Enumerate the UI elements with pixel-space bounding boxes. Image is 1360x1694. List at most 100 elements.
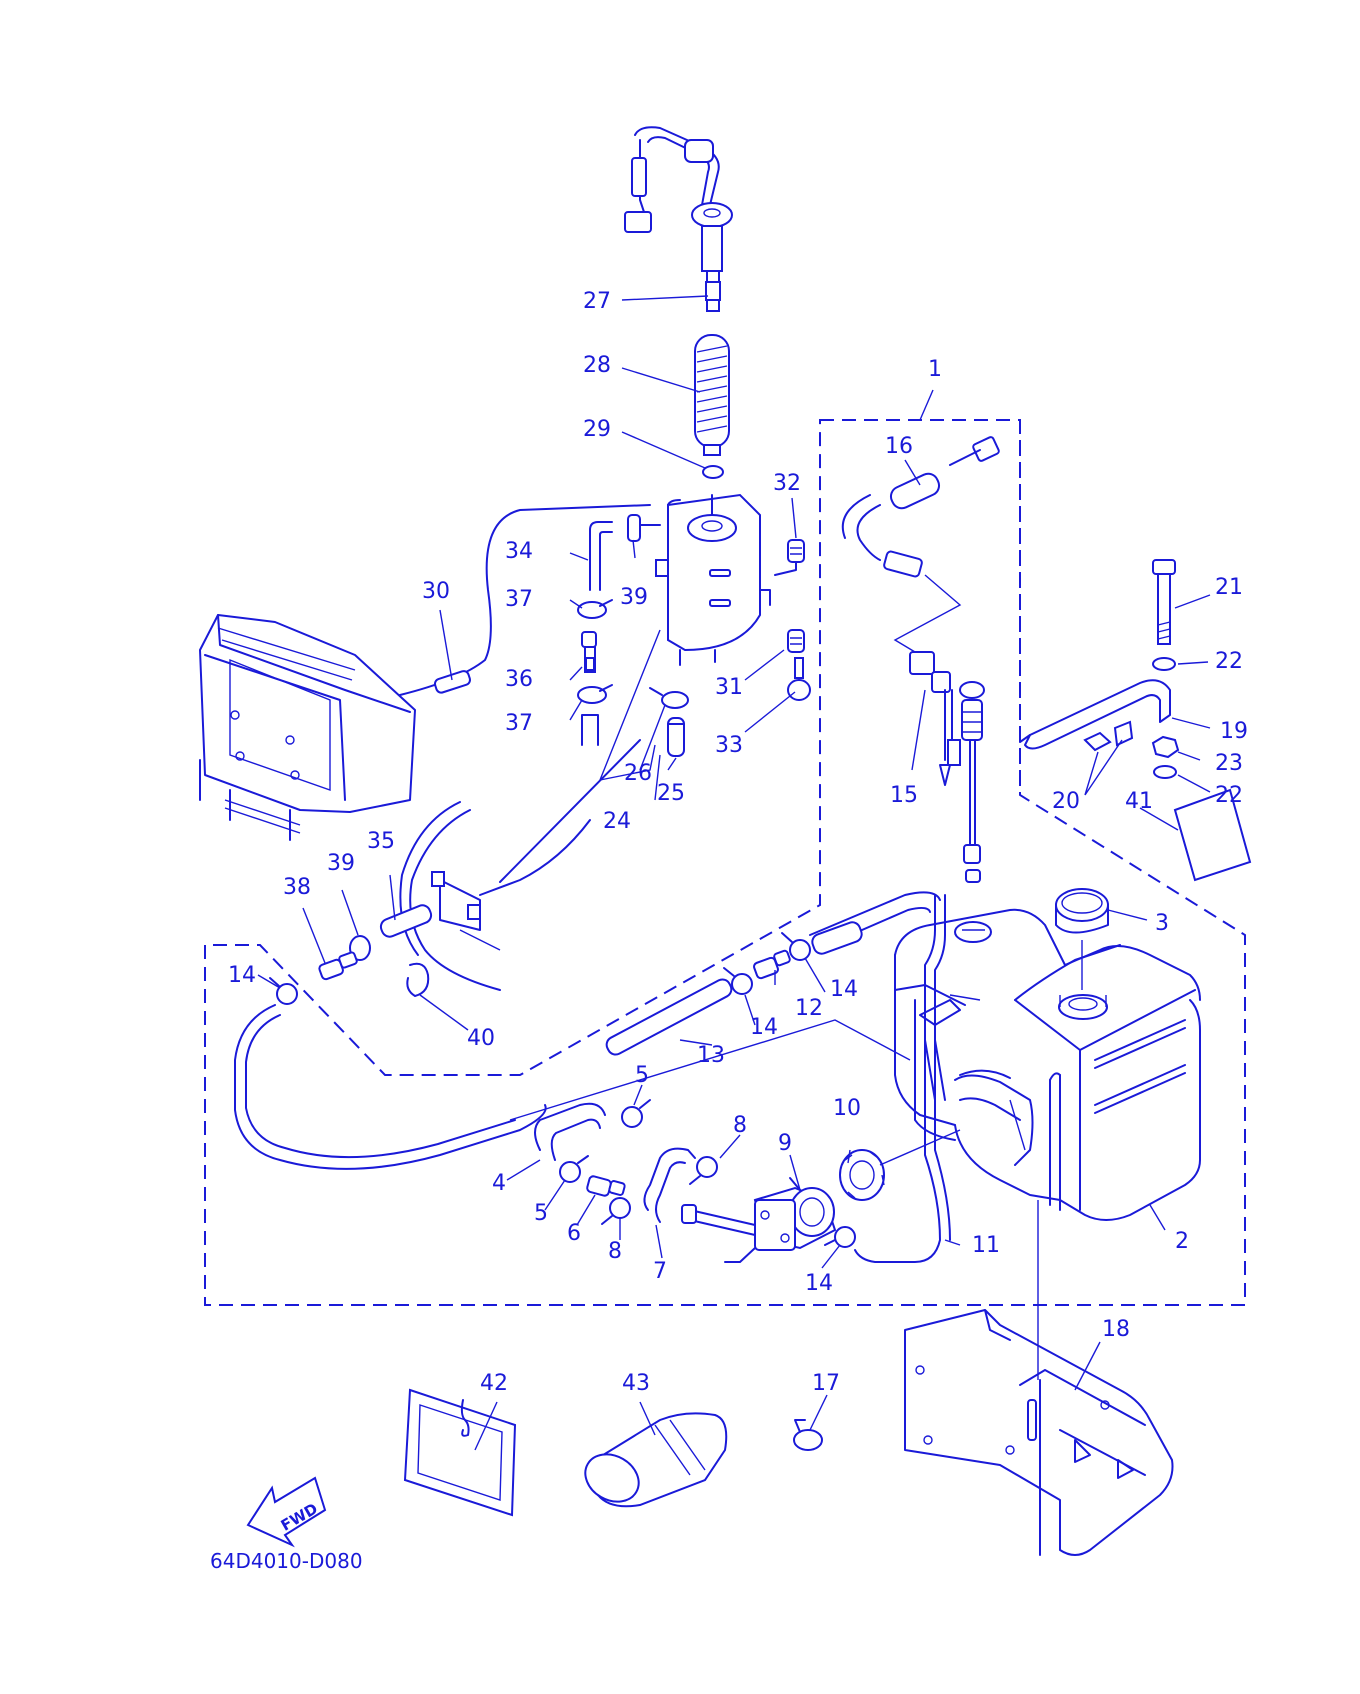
- part-33-bolt: [787, 657, 811, 701]
- callout-16: 16: [885, 434, 913, 459]
- callout-19: 19: [1220, 719, 1248, 744]
- part-14-clip-b: [731, 973, 753, 995]
- part-16-lead: [841, 436, 1000, 656]
- callout-42: 42: [480, 1371, 508, 1396]
- part-42-label: [403, 1388, 517, 1517]
- callout-31: 31: [715, 675, 743, 700]
- callout-27: 27: [583, 289, 611, 314]
- part-4-hose: [534, 1102, 606, 1161]
- callout-8a: 8: [733, 1113, 747, 1138]
- callout-11: 11: [972, 1233, 1000, 1258]
- callout-39b: 39: [327, 851, 355, 876]
- engine-bracket: [399, 739, 641, 991]
- callout-5b: 5: [534, 1201, 548, 1226]
- engine-cowling: [199, 614, 416, 841]
- part-15-sender-connector: [909, 651, 961, 786]
- callout-38: 38: [283, 875, 311, 900]
- part-12-joint: [753, 949, 791, 980]
- callout-5a: 5: [635, 1063, 649, 1088]
- part-27-sender-harness: [624, 126, 733, 312]
- callout-33: 33: [715, 733, 743, 758]
- callout-14a: 14: [228, 963, 256, 988]
- callout-1: 1: [928, 357, 942, 382]
- callout-10: 10: [833, 1096, 861, 1121]
- callout-40: 40: [467, 1026, 495, 1051]
- oil-level-sensor: [954, 681, 992, 943]
- part-37-clip-lower: [577, 684, 613, 704]
- callout-26: 26: [624, 761, 652, 786]
- part-10-leader: [879, 1129, 961, 1166]
- part-30-sleeve: [433, 670, 471, 694]
- part-5-clip-upper: [621, 1106, 643, 1128]
- callout-18: 18: [1102, 1317, 1130, 1342]
- figure-code: 64D4010-D080: [210, 1549, 363, 1573]
- callout-34: 34: [505, 539, 533, 564]
- callout-30: 30: [422, 579, 450, 604]
- callout-13: 13: [697, 1043, 725, 1068]
- part-40-clip: [406, 962, 430, 997]
- callout-20: 20: [1052, 789, 1080, 814]
- part-19-bracket: [1019, 679, 1171, 750]
- part-17-clip: [793, 1419, 823, 1451]
- part-10-strainer: [839, 1149, 885, 1201]
- callout-37a: 37: [505, 587, 533, 612]
- callout-17: 17: [812, 1371, 840, 1396]
- part-32-grommet: [774, 539, 805, 576]
- part-26-clip: [649, 687, 689, 709]
- part-34-hose: [589, 521, 613, 591]
- part-23-nut: [1151, 735, 1180, 759]
- callout-21: 21: [1215, 575, 1243, 600]
- part-22-washer-upper: [1152, 657, 1176, 671]
- callout-22b: 22: [1215, 783, 1243, 808]
- part-5-clip-lower: [559, 1161, 581, 1183]
- part-43-sleeve: [584, 1412, 728, 1508]
- callout-14d: 14: [805, 1271, 833, 1296]
- part-11-hose-upper: [809, 891, 941, 951]
- part-2-main-oil-tank: [894, 908, 1201, 1221]
- callout-23: 23: [1215, 751, 1243, 776]
- callout-labels: 27 28 29 1 16 32 34 30 37 39 21 22 36 31…: [228, 289, 1248, 1396]
- part-21-bolt: [1152, 559, 1176, 645]
- part-31-grommet: [787, 629, 805, 653]
- callout-29: 29: [583, 417, 611, 442]
- callout-25: 25: [657, 781, 685, 806]
- callout-7: 7: [653, 1259, 667, 1284]
- part-35-hose: [379, 904, 433, 938]
- callout-4: 4: [492, 1171, 506, 1196]
- callout-24: 24: [603, 809, 631, 834]
- part-3-filler-cap: [1055, 888, 1109, 934]
- callout-14c: 14: [750, 1015, 778, 1040]
- part-11-hose-inner: [934, 894, 951, 1241]
- callout-6: 6: [567, 1221, 581, 1246]
- callout-8b: 8: [608, 1239, 622, 1264]
- part-14-clip-d: [834, 1226, 856, 1248]
- part-37-clip: [577, 599, 613, 619]
- leader-lines: [257, 295, 1211, 1451]
- callout-2: 2: [1175, 1229, 1189, 1254]
- callout-37b: 37: [505, 711, 533, 736]
- part-20-pads: [1083, 720, 1134, 752]
- part-29-o-ring: [702, 465, 724, 479]
- part-8-clip-lower: [609, 1197, 631, 1219]
- part-9-oil-pump: [681, 1177, 837, 1263]
- fwd-arrow-icon: FWD: [246, 1476, 327, 1548]
- part-11-hose: [854, 894, 941, 1263]
- callout-22a: 22: [1215, 649, 1243, 674]
- callout-12: 12: [795, 996, 823, 1021]
- callout-15: 15: [890, 783, 918, 808]
- part-11-end-sleeve: [811, 921, 863, 955]
- callout-36: 36: [505, 667, 533, 692]
- part-39-clip: [627, 514, 661, 542]
- part-18-tank-bracket: [904, 1309, 1174, 1556]
- part-22-washer-lower: [1153, 765, 1177, 779]
- hose-main-run: [234, 1004, 547, 1170]
- callout-14b: 14: [830, 977, 858, 1002]
- part-38-joint: [318, 951, 358, 981]
- part-14-clip-c: [276, 983, 298, 1005]
- callout-3: 3: [1155, 911, 1169, 936]
- hose-stub: [581, 714, 599, 746]
- part-28-filter: [694, 334, 730, 456]
- part-36-joint: [581, 631, 597, 673]
- part-6-joint: [586, 1175, 626, 1197]
